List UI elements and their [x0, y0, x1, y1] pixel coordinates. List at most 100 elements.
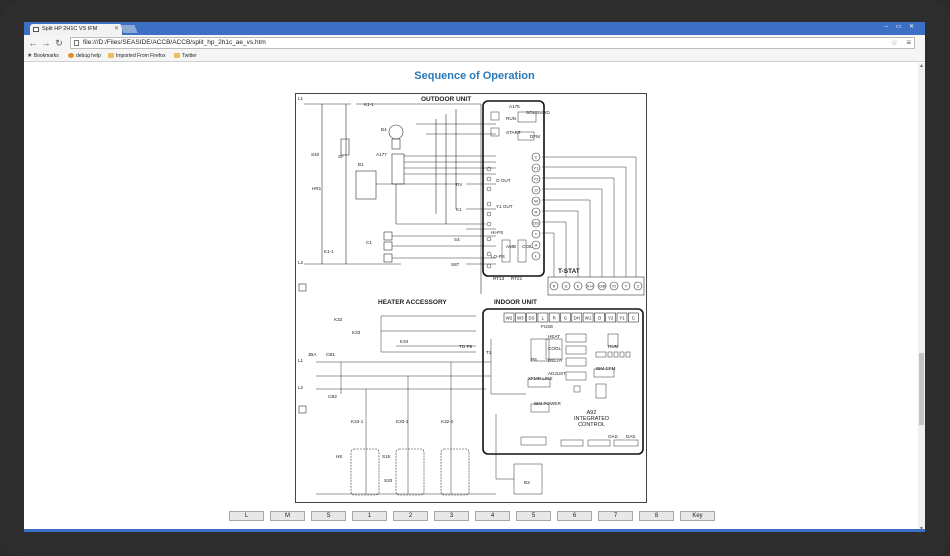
- component-label: B3: [524, 480, 530, 485]
- nav-button-3[interactable]: 3: [434, 511, 469, 521]
- address-bar[interactable]: file:///D:/Files/SEASIDE/ACCB/ACCB/split…: [70, 37, 915, 49]
- window-controls[interactable]: – ▭ ✕: [884, 24, 917, 30]
- component-label: DAS: [626, 434, 636, 439]
- integrated-control-label: A92 INTEGRATED CONTROL: [574, 410, 610, 428]
- outdoor-terminal-c: [531, 152, 541, 162]
- component-label: T1: [486, 350, 492, 355]
- nav-button-1[interactable]: 1: [352, 511, 387, 521]
- component-label: RT13: [493, 276, 505, 281]
- component-label: COOL: [548, 346, 562, 351]
- folder-icon: [108, 53, 114, 58]
- tstat-terminal-label: E: [577, 285, 580, 289]
- scroll-thumb[interactable]: [919, 353, 924, 425]
- nav-button-key[interactable]: Key: [680, 511, 715, 521]
- indoor-terminal-y2: [605, 312, 617, 323]
- component-label: HUM: [608, 344, 619, 349]
- tstat-terminal-label: O/B: [599, 285, 606, 289]
- forward-arrow-icon[interactable]: →: [41, 38, 51, 48]
- component-label: P8: [531, 357, 537, 362]
- outdoor-unit-label: OUTDOOR UNIT: [421, 96, 472, 103]
- indoor-unit-label: INDOOR UNIT: [494, 299, 537, 306]
- component-label: K32-1: [441, 419, 454, 424]
- outdoor-terminal-y2: [531, 174, 541, 184]
- outdoor-terminal-h: [531, 240, 541, 250]
- browser-toolbar: ← → ↻ file:///D:/Files/SEASIDE/ACCB/ACCB…: [24, 35, 925, 51]
- component-label: A177: [376, 152, 387, 157]
- component-label: K1-1: [364, 102, 374, 107]
- browser-window: Split HP 2H1C VS IFM ✕ – ▭ ✕ ← → ↻ file:…: [24, 22, 925, 532]
- bookmark-debug-help[interactable]: debug help: [68, 51, 101, 62]
- scroll-up-icon[interactable]: ▲: [919, 63, 924, 69]
- tab-title: Split HP 2H1C VS IFM: [42, 26, 98, 32]
- component-label: DELAY: [548, 358, 563, 363]
- reload-icon[interactable]: ↻: [55, 38, 63, 48]
- nav-button-l[interactable]: L: [229, 511, 264, 521]
- outdoor-terminal-label: H: [535, 243, 538, 248]
- window-bottom-edge: [24, 529, 925, 532]
- tab-strip: Split HP 2H1C VS IFM ✕ – ▭ ✕: [24, 22, 925, 35]
- component-label: AMB: [506, 244, 516, 249]
- component-label: IBM CFM: [596, 366, 616, 371]
- tstat-terminal-y: [621, 281, 631, 291]
- nav-button-7[interactable]: 7: [598, 511, 633, 521]
- nav-button-m[interactable]: M: [270, 511, 305, 521]
- component-label: LO-PS: [491, 254, 505, 259]
- component-label: L1: [298, 358, 304, 363]
- indoor-terminal-c: [627, 312, 639, 323]
- vertical-scrollbar[interactable]: ▲ ▼: [918, 63, 925, 532]
- nav-button-5[interactable]: 5: [516, 511, 551, 521]
- component-label: L1: [298, 96, 304, 101]
- nav-button-s[interactable]: S: [311, 511, 346, 521]
- tstat-terminal-label: R: [553, 285, 556, 289]
- indoor-terminal-ds: [526, 312, 537, 323]
- component-label: ADJUST: [548, 371, 566, 376]
- indoor-terminal-label: Y1: [619, 316, 625, 321]
- outdoor-terminal-label: O: [534, 188, 537, 193]
- indoor-terminal-label: G: [564, 316, 568, 321]
- browser-tab[interactable]: Split HP 2H1C VS IFM ✕: [30, 24, 122, 35]
- component-label: RT21: [511, 276, 523, 281]
- component-label: S4: [454, 237, 460, 242]
- component-label: DFM: [530, 134, 540, 139]
- bookmark-bookmarks[interactable]: ★ Bookmarks: [27, 53, 59, 59]
- bookmarks-bar: ★ Bookmarks debug help Imported From Fir…: [24, 51, 925, 62]
- outdoor-terminal-label: L: [535, 254, 538, 259]
- component-label: B4: [381, 127, 387, 132]
- component-label: FUSE: [541, 324, 554, 329]
- outdoor-terminal-label: R: [535, 210, 538, 215]
- component-label: C1: [366, 240, 372, 245]
- nav-button-8[interactable]: 8: [639, 511, 674, 521]
- page-content: Sequence of Operation: [24, 63, 925, 532]
- bookmark-imported-firefox[interactable]: Imported From Firefox: [108, 51, 165, 62]
- outdoor-terminal-label: W: [534, 199, 538, 204]
- outdoor-terminal-o: [531, 185, 541, 195]
- component-label: B1: [358, 162, 364, 167]
- tab-close-icon[interactable]: ✕: [113, 26, 119, 32]
- component-label: XFMR LINE: [528, 376, 553, 381]
- component-label: CB2: [328, 394, 337, 399]
- heater-accessory-label: HEATER ACCESSORY: [378, 299, 447, 306]
- new-tab-button[interactable]: [120, 25, 138, 33]
- nav-button-2[interactable]: 2: [393, 511, 428, 521]
- menu-icon[interactable]: ≡: [906, 38, 911, 47]
- nav-button-4[interactable]: 4: [475, 511, 510, 521]
- outdoor-terminal-y1: [531, 163, 541, 173]
- indoor-terminal-w3: [515, 312, 526, 323]
- component-label: K33: [352, 330, 361, 335]
- bookmark-star-icon[interactable]: ☆: [890, 38, 898, 47]
- back-arrow-icon[interactable]: ←: [28, 38, 38, 48]
- component-label: RV: [456, 182, 463, 187]
- star-icon: ★: [27, 53, 33, 59]
- indoor-terminal-label: L: [542, 316, 545, 321]
- nav-button-6[interactable]: 6: [557, 511, 592, 521]
- component-label: S40: [311, 152, 320, 157]
- component-label: JBA: [308, 352, 317, 357]
- component-label: S15: [382, 454, 391, 459]
- component-label: A175: [509, 104, 520, 109]
- component-label: K1-1: [324, 249, 334, 254]
- component-label: Y1 OUT: [496, 204, 513, 209]
- bookmark-twitter[interactable]: Twitter: [174, 51, 197, 62]
- tstat-terminal-label: K-H: [587, 285, 594, 289]
- component-label: HE: [336, 454, 343, 459]
